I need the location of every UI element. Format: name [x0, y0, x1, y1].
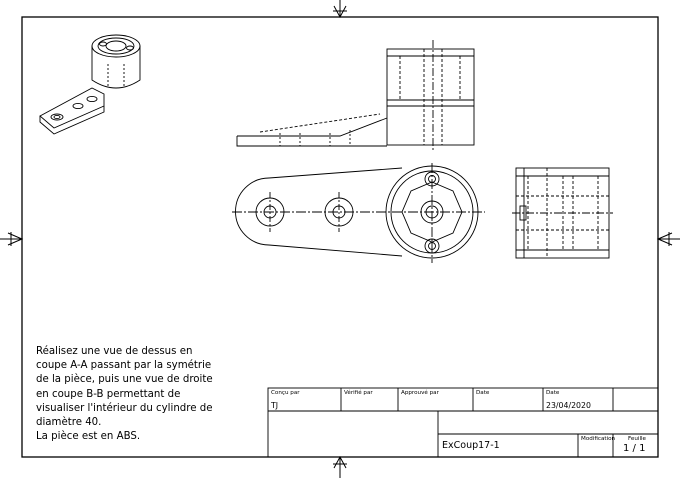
instruction-line: de la pièce, puis une vue de droite	[36, 374, 213, 386]
centering-arrow-left	[0, 232, 24, 246]
instruction-line: Réalisez une vue de dessus en	[36, 346, 193, 357]
title-block-lines	[267, 387, 659, 458]
feuille-label: Feuille	[628, 436, 647, 442]
centering-arrow-right	[656, 232, 680, 246]
instruction-line: en coupe B-B permettant de	[36, 388, 181, 400]
centering-arrow-top	[333, 0, 347, 19]
centering-arrow-bottom	[333, 455, 347, 478]
instruction-line: diamètre 40.	[36, 417, 102, 429]
front-view	[236, 40, 475, 152]
isometric-view	[39, 34, 141, 135]
instruction-line: La pièce est en ABS.	[36, 431, 141, 443]
modification-label: Modification	[581, 436, 616, 442]
concu-par-label: Conçu par	[271, 390, 300, 396]
top-view	[232, 163, 485, 263]
date-label: Date	[476, 390, 490, 396]
instructions-text: Réalisez une vue de dessus en coupe A-A …	[36, 345, 236, 444]
instruction-line: coupe A-A passant par la symétrie	[36, 360, 212, 372]
verifie-par-label: Vérifié par	[344, 390, 373, 396]
date-label: Date	[546, 390, 560, 396]
drawing-code: ExCoup17-1	[442, 440, 500, 451]
sheet-number: 1 / 1	[623, 443, 646, 454]
instruction-line: visualiser l'intérieur du cylindre de	[36, 402, 213, 414]
side-view	[512, 167, 613, 259]
date-value: 23/04/2020	[546, 401, 591, 410]
concu-par-value: TJ	[271, 401, 279, 410]
approuve-par-label: Approuvé par	[401, 390, 439, 396]
